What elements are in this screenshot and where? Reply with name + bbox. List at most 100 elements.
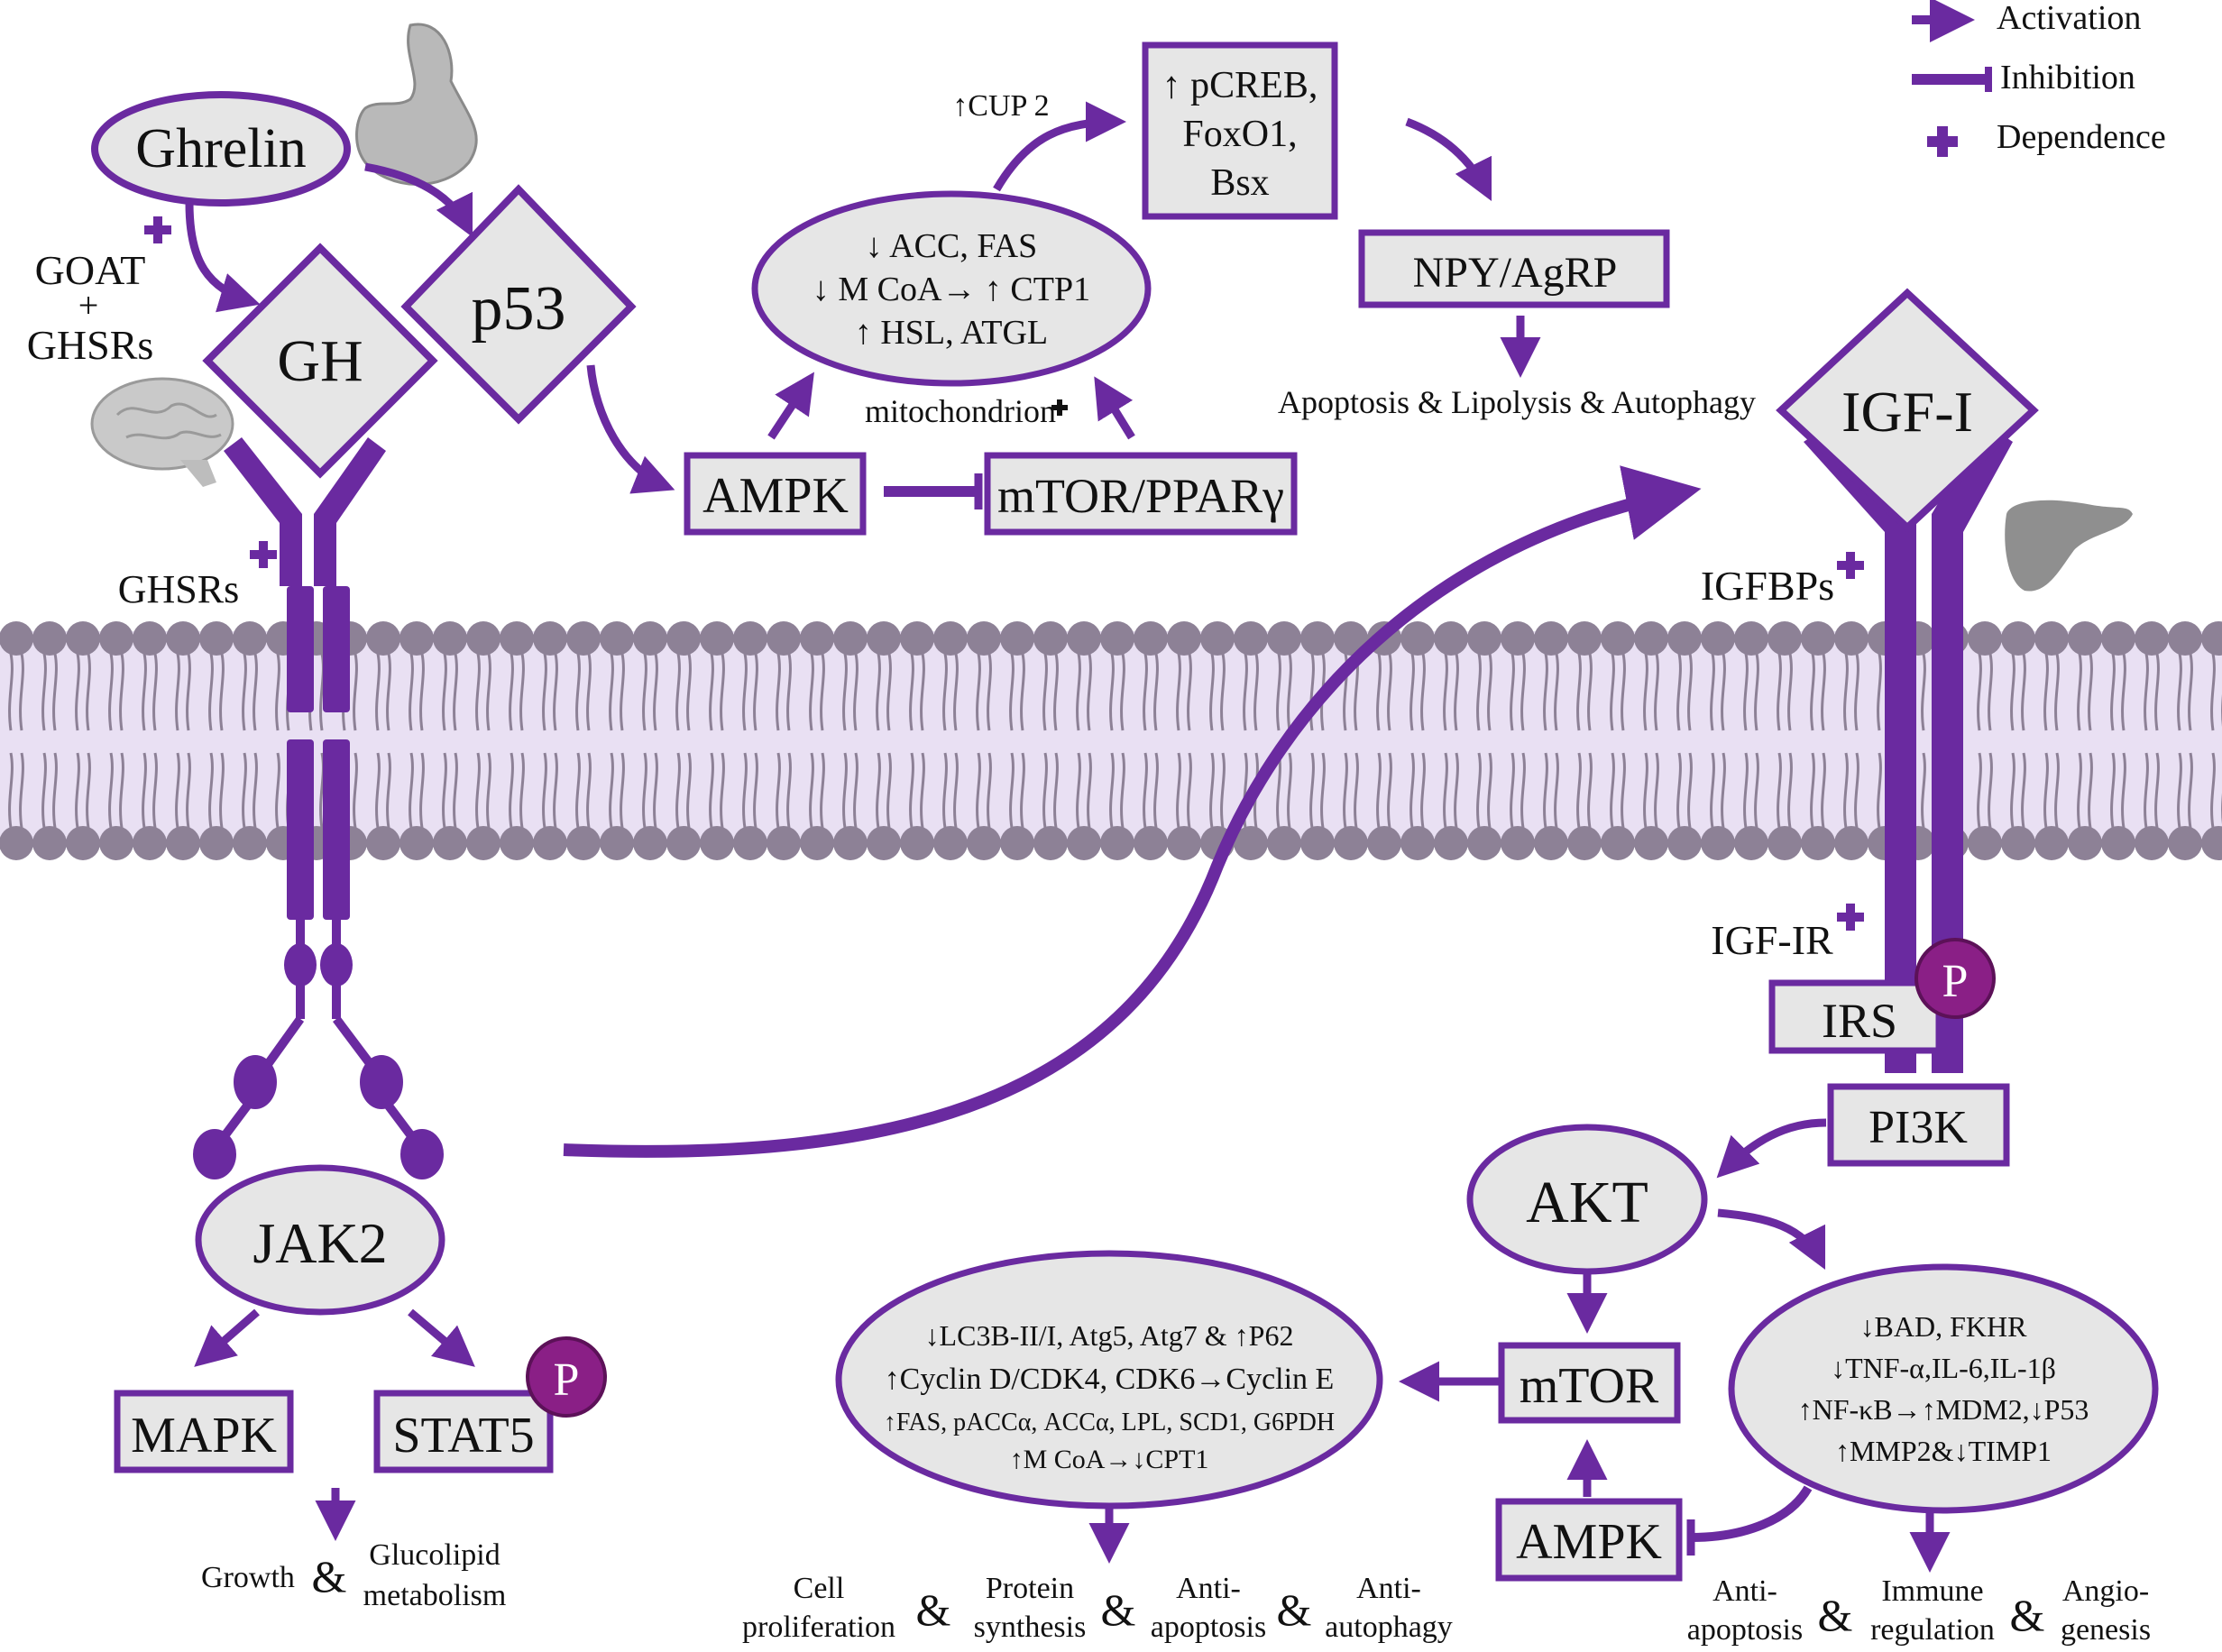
lipid-head: [1267, 826, 1301, 860]
lipid-tail: [2021, 653, 2026, 731]
lipid-head: [2201, 621, 2222, 656]
lipid-tail: [1676, 752, 1682, 829]
lipid-tail: [786, 752, 792, 829]
lipid-tail: [2210, 752, 2216, 829]
cup2-label: ↑CUP 2: [952, 89, 1049, 123]
lipid-tail: [1988, 752, 1993, 829]
lipid-tail: [742, 653, 748, 731]
lipid-tail: [653, 752, 658, 829]
mtor-ppar-node: mTOR/PPARγ: [984, 452, 1298, 536]
lipid-tail: [2188, 752, 2193, 829]
lipid-tail: [586, 653, 592, 731]
mapk-node: MAPK: [114, 1390, 294, 1473]
lipid-tail: [2110, 752, 2116, 829]
plus-icon: [250, 541, 277, 568]
lipid-head: [199, 826, 234, 860]
lipid-head: [2168, 621, 2202, 656]
akt-effect-line-1: ↓BAD, FKHR: [1860, 1310, 2028, 1343]
lipid-head: [867, 826, 901, 860]
lipid-tail: [2010, 752, 2015, 829]
lipid-tail: [242, 752, 247, 829]
mtor-bottom-node: mTOR: [1498, 1342, 1681, 1424]
plus-icon: [144, 216, 171, 243]
lipid-tail: [1977, 752, 1982, 829]
phospho-badge: P: [526, 1336, 607, 1418]
plus-icon: [1927, 126, 1958, 157]
plus-icon: [1837, 552, 1864, 579]
lipid-tail: [219, 752, 225, 829]
lipid-tail: [1843, 752, 1849, 829]
lipid-tail: [1510, 752, 1515, 829]
lipid-head: [0, 826, 33, 860]
lipid-tail: [1220, 752, 1226, 829]
lipid-head: [1467, 826, 1501, 860]
lipid-tail: [1787, 653, 1793, 731]
gh-node: GH: [202, 243, 438, 479]
lipid-head: [1067, 826, 1101, 860]
lipid-tail: [208, 752, 214, 829]
lipid-tail: [853, 653, 858, 731]
lipid-tail: [1777, 653, 1782, 731]
ghsrs-receptor-label: GHSRs: [118, 567, 240, 611]
lipid-tail: [1520, 752, 1526, 829]
ghsr-receptor: [193, 437, 444, 1179]
lipid-tail: [1153, 653, 1159, 731]
liver-icon: [2005, 500, 2133, 592]
lipid-head: [1267, 621, 1301, 656]
lipid-tail: [1209, 752, 1215, 829]
lipid-tail: [776, 653, 781, 731]
lipid-tail: [675, 653, 681, 731]
lipid-head: [1567, 826, 1602, 860]
lipid-head: [166, 826, 200, 860]
anti-apop2-line-1: Anti-: [1712, 1574, 1777, 1608]
lipid-head: [767, 826, 801, 860]
akt-effects-ellipse: ↓BAD, FKHR ↓TNF-α,IL-6,IL-1β ↑NF-κB→↑MDM…: [1728, 1263, 2159, 1514]
lipid-head: [1334, 826, 1368, 860]
lipid-head: [500, 621, 534, 656]
lipid-tail: [409, 752, 414, 829]
lipid-tail: [119, 653, 124, 731]
lipid-tail: [1877, 752, 1882, 829]
lipid-tail: [1810, 752, 1815, 829]
goat-label: GOAT: [35, 247, 146, 293]
lipid-head: [2001, 621, 2035, 656]
lipid-tail: [1343, 752, 1348, 829]
lipid-tail: [1042, 653, 1048, 731]
jak2-label: JAK2: [252, 1211, 387, 1275]
lipid-tail: [175, 653, 180, 731]
pcreb-node: ↑ pCREB, FoxO1, Bsx: [1142, 41, 1338, 220]
lipid-tail: [1854, 752, 1859, 829]
lipid-tail: [1721, 752, 1726, 829]
lipid-tail: [1209, 653, 1215, 731]
npy-agrp-node: NPY/AgRP: [1358, 229, 1670, 308]
lipid-tail: [1543, 752, 1548, 829]
lipid-head: [633, 621, 667, 656]
lipid-tail: [575, 752, 581, 829]
anti-apop1-line-1: Anti-: [1176, 1572, 1241, 1605]
lipid-head: [399, 621, 434, 656]
plus-icon: [1837, 904, 1864, 931]
lipid-tail: [876, 653, 881, 731]
lipid-tail: [252, 653, 258, 731]
lipid-tail: [41, 752, 47, 829]
amp-sign: &: [1101, 1584, 1136, 1635]
lipid-head: [633, 826, 667, 860]
lipid-head: [1100, 621, 1134, 656]
mtor-effect-line-2: ↑Cyclin D/CDK4, CDK6→Cyclin E: [885, 1363, 1335, 1396]
lipid-head: [1134, 621, 1168, 656]
arrows: [185, 101, 1951, 1573]
lipid-tail: [1877, 653, 1882, 731]
lipid-tail: [2021, 752, 2026, 829]
lipid-tail: [720, 752, 725, 829]
cell-prolif-line-1: Cell: [794, 1572, 845, 1605]
lipid-tail: [2110, 653, 2116, 731]
lipid-tail: [1721, 653, 1726, 731]
lipid-tail: [1420, 752, 1426, 829]
lipid-tail: [1487, 752, 1492, 829]
lipid-tail: [987, 653, 992, 731]
lipid-tail: [1854, 653, 1859, 731]
lipid-tail: [753, 752, 758, 829]
lipid-head: [1033, 826, 1068, 860]
lipid-head: [32, 826, 67, 860]
npy-agrp-label: NPY/AgRP: [1413, 249, 1618, 297]
